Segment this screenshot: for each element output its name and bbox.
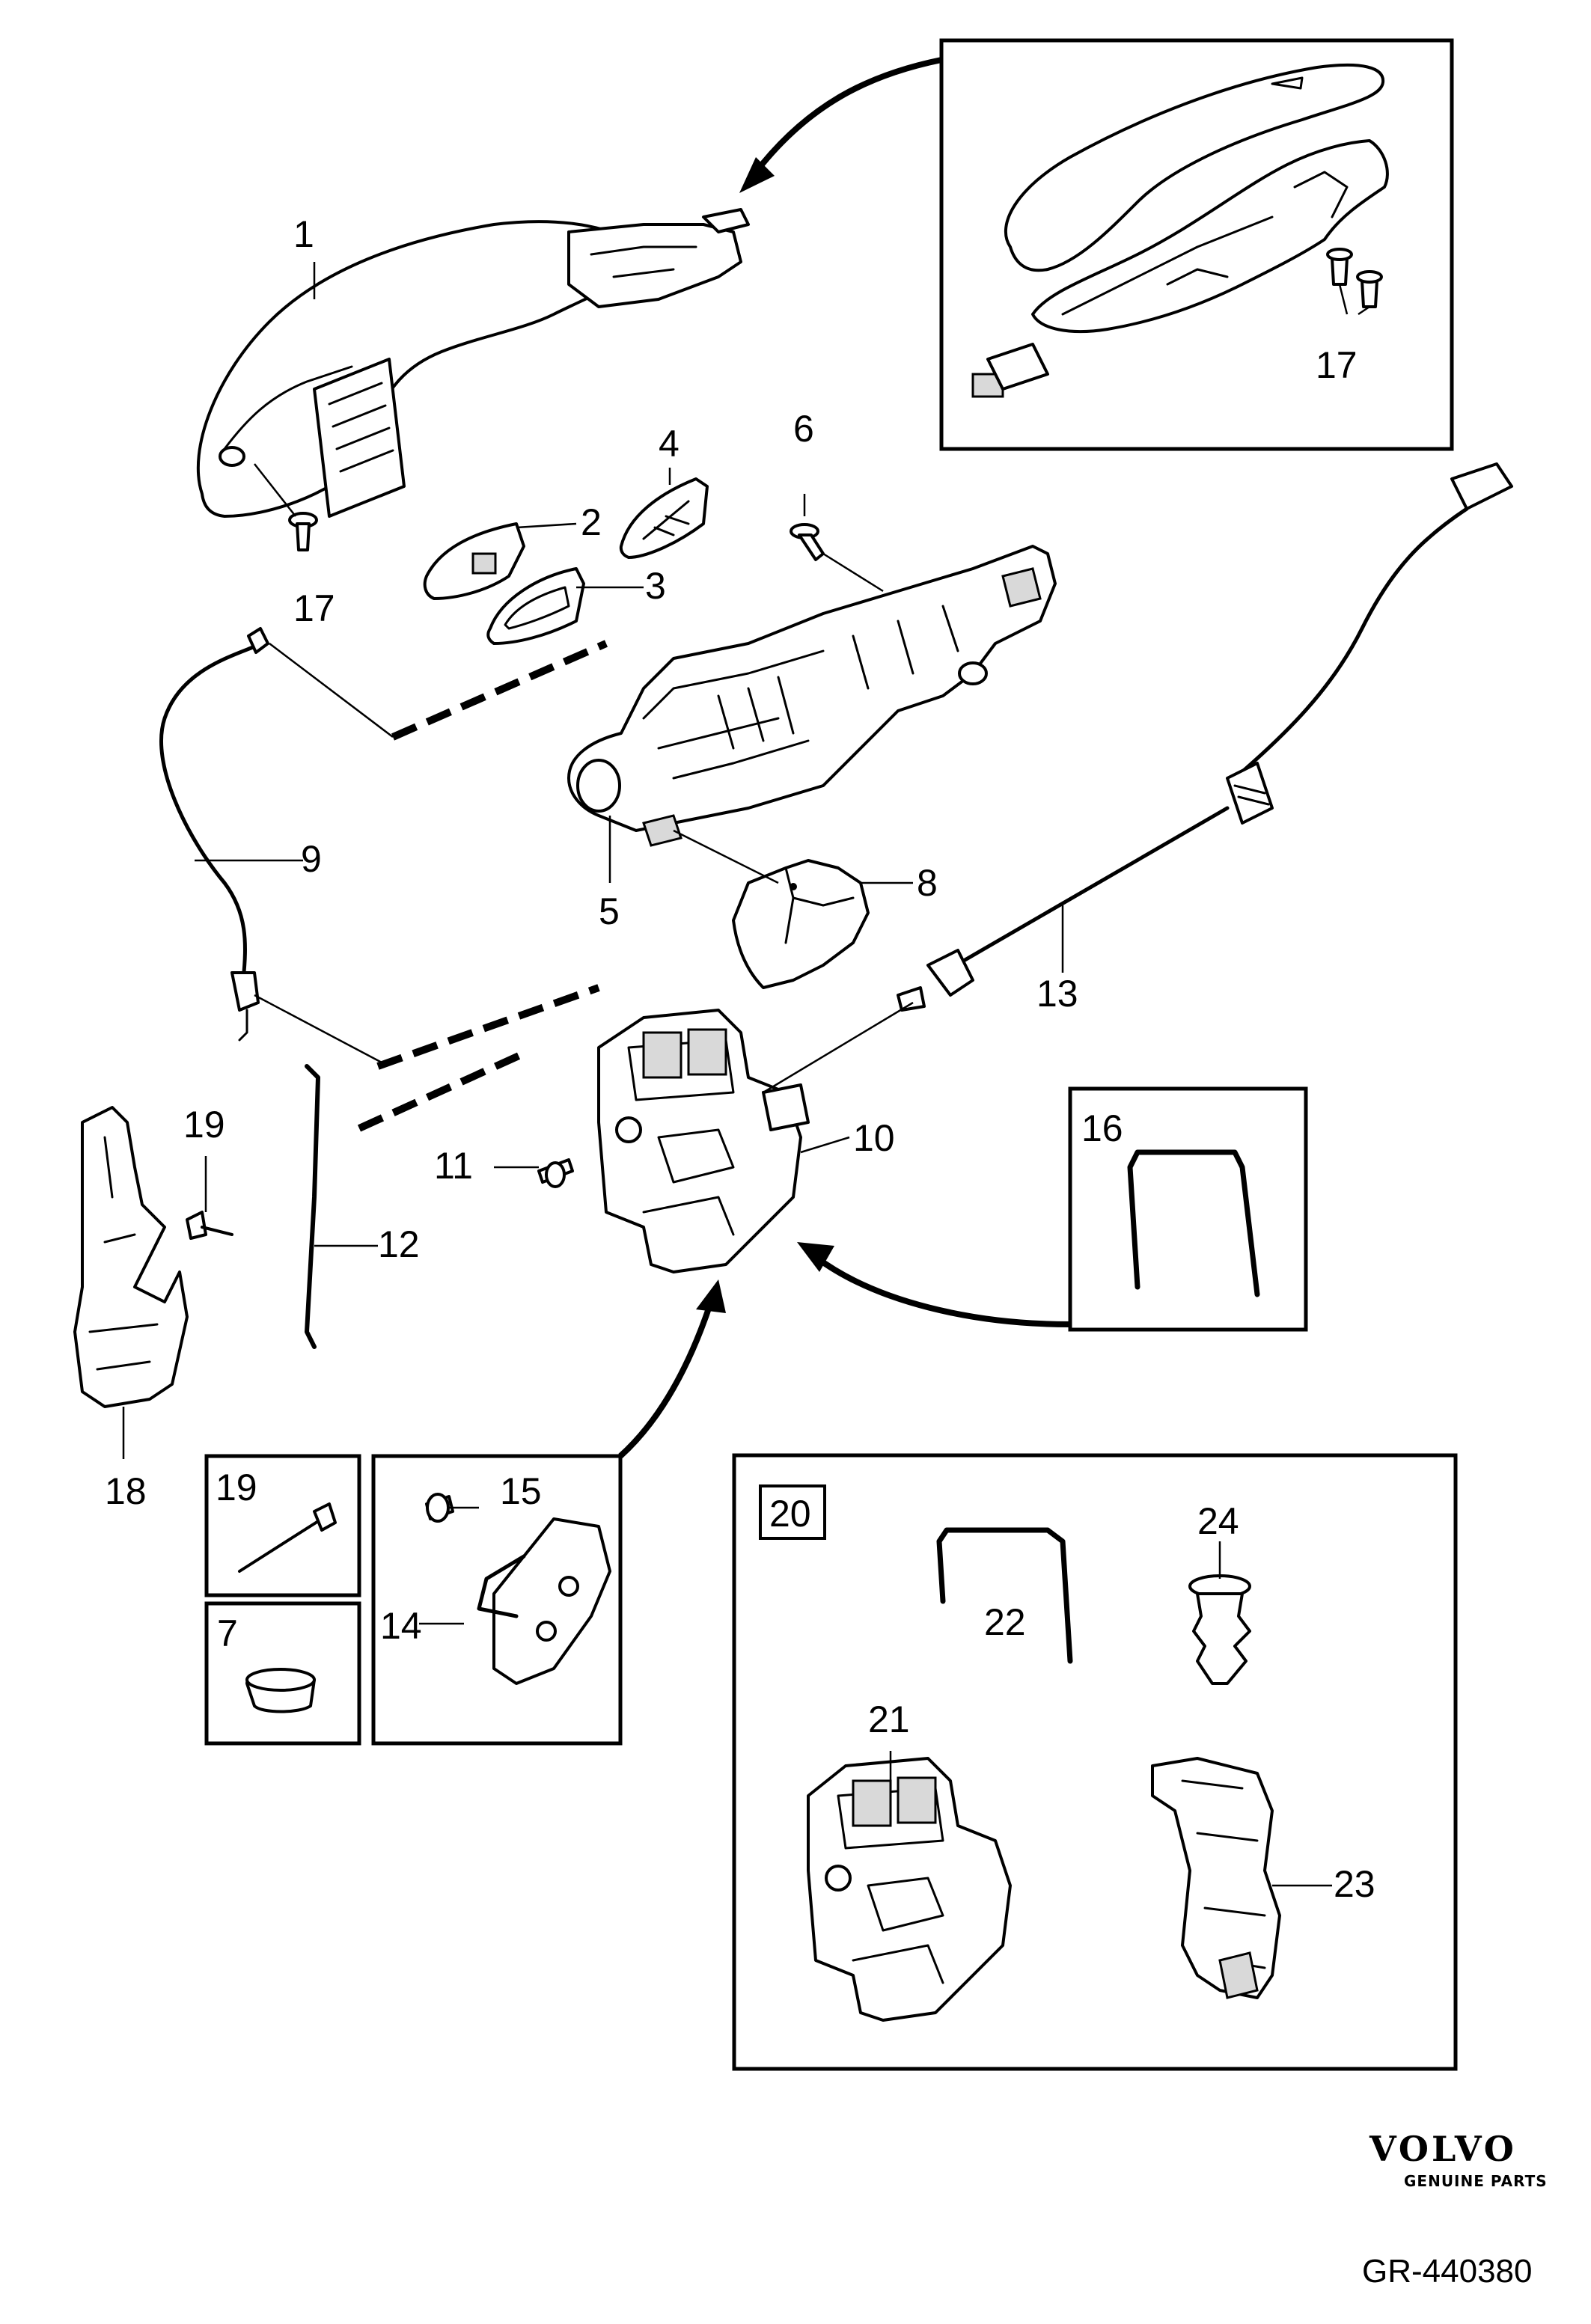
drawing-reference: GR-440380 [1362,2253,1532,2290]
part-9-cable: 9 [159,627,394,1064]
callout-21: 21 [868,1698,910,1740]
part-8-cover: 8 [673,829,938,989]
callout-17-inset: 17 [1316,344,1358,386]
part-19-rivet: 19 [183,1104,233,1240]
box-16-clip: 16 [1068,1086,1308,1332]
box-14-15-striker: 15 14 [371,1454,623,1746]
brand-logo-text: VOLVO [1369,2129,1517,2169]
brand-tagline: GENUINE PARTS [1404,2172,1548,2190]
callout-20: 20 [769,1493,811,1535]
volvo-genuine-parts-logo: VOLVO GENUINE PARTS [1369,2129,1548,2190]
callout-19-box: 19 [216,1467,257,1508]
part-1-outer-handle: 1 17 [196,208,750,629]
part-18-bracket: 18 [73,1106,189,1512]
part-3-gasket: 3 [486,565,666,645]
part-5-handle-bracket: 5 [391,545,1057,932]
part-13-cable: 13 [897,462,1513,1015]
box-19-rivet: 19 [204,1454,361,1597]
part-6-screw: 6 [790,408,884,593]
callout-23: 23 [1334,1863,1375,1905]
callout-6: 6 [793,408,814,450]
callout-18: 18 [105,1470,147,1512]
callout-8: 8 [917,862,938,904]
arrow-14-to-lock [618,1300,714,1458]
callout-3: 3 [645,565,666,607]
callout-5: 5 [599,890,620,932]
callout-4: 4 [659,423,680,465]
part-10-lock: 10 [357,984,914,1273]
callout-10: 10 [853,1117,895,1159]
arrow-16-to-lock [813,1254,1071,1327]
part-4-gasket: 4 [619,423,709,559]
callout-2: 2 [581,501,602,543]
callout-9: 9 [301,838,322,880]
callout-17: 17 [293,587,335,629]
callout-15: 15 [500,1470,542,1512]
part-11-screw: 11 [434,1145,574,1188]
callout-11: 11 [434,1145,473,1187]
callout-7: 7 [217,1612,238,1654]
callout-12: 12 [378,1223,420,1265]
callout-16: 16 [1081,1107,1123,1149]
part-2-cap: 2 [423,501,602,600]
callout-13: 13 [1036,973,1078,1015]
arrow-inset-to-handle [753,57,942,174]
callout-24: 24 [1197,1500,1239,1542]
inset-handle-detail: 17 [939,38,1454,451]
box-20-kit: 20 22 24 21 23 [732,1453,1458,2071]
callout-22: 22 [984,1601,1026,1643]
part-12-rod: 12 [305,1064,420,1349]
callout-1: 1 [293,213,314,255]
callout-14: 14 [380,1605,422,1647]
callout-19: 19 [183,1104,225,1146]
box-7-plug: 7 [204,1601,361,1746]
